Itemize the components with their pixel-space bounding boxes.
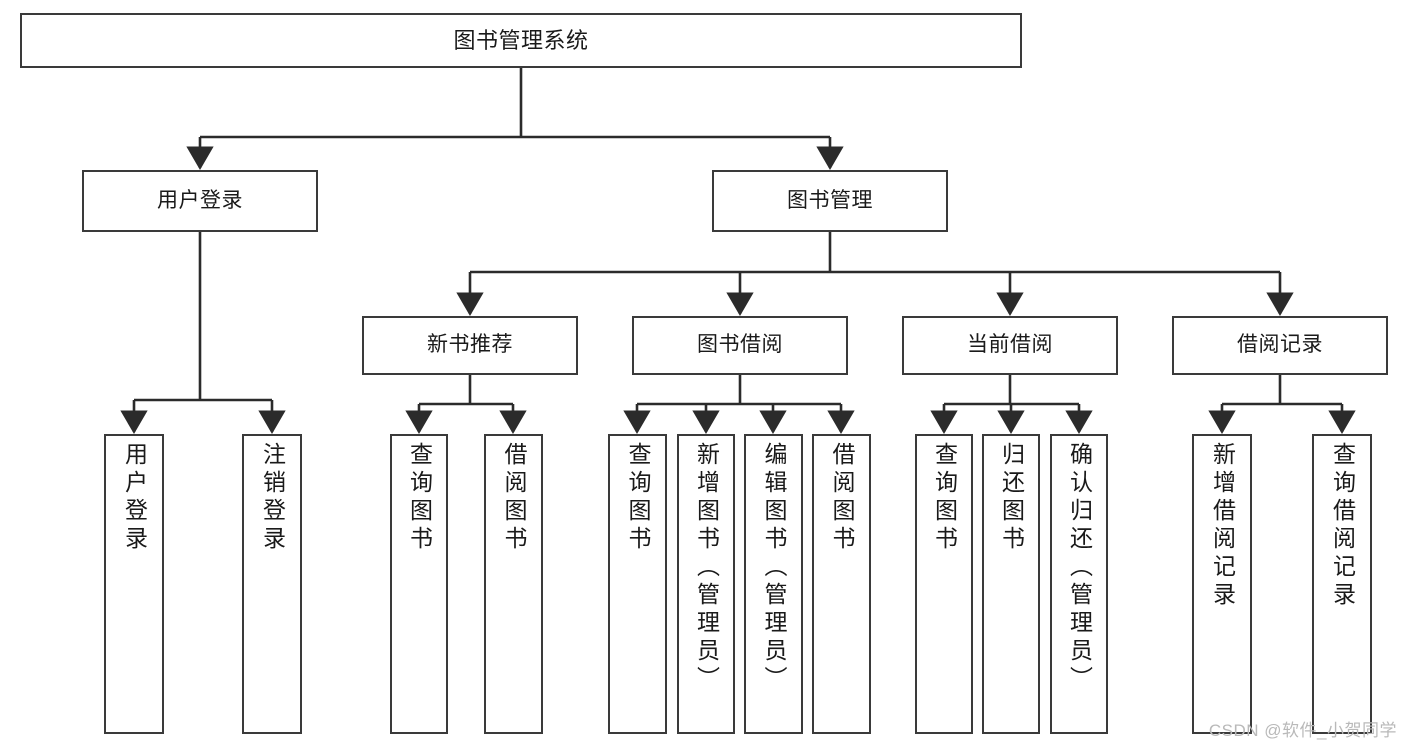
node-leaf-query-book-borrow-label: 查询图书 (625, 442, 651, 554)
node-leaf-add-book-admin-label: 新增图书（管理员） (693, 442, 720, 694)
node-leaf-query-book-borrow[interactable]: 查询图书 (608, 434, 667, 734)
node-leaf-logout-label: 注销登录 (259, 442, 286, 554)
edge-group-borrow-record (1208, 375, 1356, 434)
node-new-book-recommend[interactable]: 新书推荐 (362, 316, 578, 375)
node-borrow-record-label: 借阅记录 (1237, 333, 1323, 357)
node-new-book-recommend-label: 新书推荐 (427, 333, 513, 357)
node-book-borrow-label: 图书借阅 (697, 333, 783, 357)
node-leaf-user-login-label: 用户登录 (121, 442, 148, 554)
node-leaf-borrow-book-recommend-label: 借阅图书 (501, 442, 527, 554)
node-book-manage-label: 图书管理 (787, 188, 873, 212)
node-leaf-add-book-admin[interactable]: 新增图书（管理员） (677, 434, 735, 734)
edge-group-current-borrow (930, 375, 1093, 434)
node-leaf-confirm-return-admin[interactable]: 确认归还（管理员） (1050, 434, 1108, 734)
node-leaf-query-book-recommend-label: 查询图书 (406, 442, 433, 554)
node-leaf-borrow-book-recommend[interactable]: 借阅图书 (484, 434, 543, 734)
node-current-borrow-label: 当前借阅 (967, 333, 1053, 357)
edge-group-book-borrow (623, 375, 855, 434)
node-user-login[interactable]: 用户登录 (82, 170, 318, 232)
node-leaf-return-book[interactable]: 归还图书 (982, 434, 1040, 734)
edge-group-book-manage (456, 232, 1294, 316)
node-user-login-label: 用户登录 (157, 188, 243, 212)
node-leaf-edit-book-admin[interactable]: 编辑图书（管理员） (744, 434, 803, 734)
edge-group-user-login (120, 232, 286, 434)
node-leaf-query-borrow-record-label: 查询借阅记录 (1329, 442, 1356, 610)
node-leaf-add-borrow-record-label: 新增借阅记录 (1209, 442, 1236, 610)
node-leaf-query-book-current[interactable]: 查询图书 (915, 434, 973, 734)
node-leaf-return-book-label: 归还图书 (998, 442, 1025, 554)
node-book-manage[interactable]: 图书管理 (712, 170, 948, 232)
node-leaf-query-book-current-label: 查询图书 (931, 442, 958, 554)
node-root[interactable]: 图书管理系统 (20, 13, 1022, 68)
node-leaf-edit-book-admin-label: 编辑图书（管理员） (761, 442, 787, 694)
node-root-label: 图书管理系统 (453, 27, 589, 53)
node-leaf-add-borrow-record[interactable]: 新增借阅记录 (1192, 434, 1252, 734)
node-current-borrow[interactable]: 当前借阅 (902, 316, 1118, 375)
watermark: CSDN @软件_小贺同学 (1208, 721, 1397, 740)
node-leaf-borrow-book-borrow-label: 借阅图书 (829, 442, 855, 554)
edge-group-new-book-rec (405, 375, 527, 434)
node-borrow-record[interactable]: 借阅记录 (1172, 316, 1388, 375)
edge-group-root (186, 68, 844, 170)
node-leaf-borrow-book-borrow[interactable]: 借阅图书 (812, 434, 871, 734)
node-book-borrow[interactable]: 图书借阅 (632, 316, 848, 375)
node-leaf-query-borrow-record[interactable]: 查询借阅记录 (1312, 434, 1372, 734)
node-leaf-user-login[interactable]: 用户登录 (104, 434, 164, 734)
node-leaf-logout[interactable]: 注销登录 (242, 434, 302, 734)
node-leaf-confirm-return-admin-label: 确认归还（管理员） (1066, 442, 1093, 694)
node-leaf-query-book-recommend[interactable]: 查询图书 (390, 434, 448, 734)
